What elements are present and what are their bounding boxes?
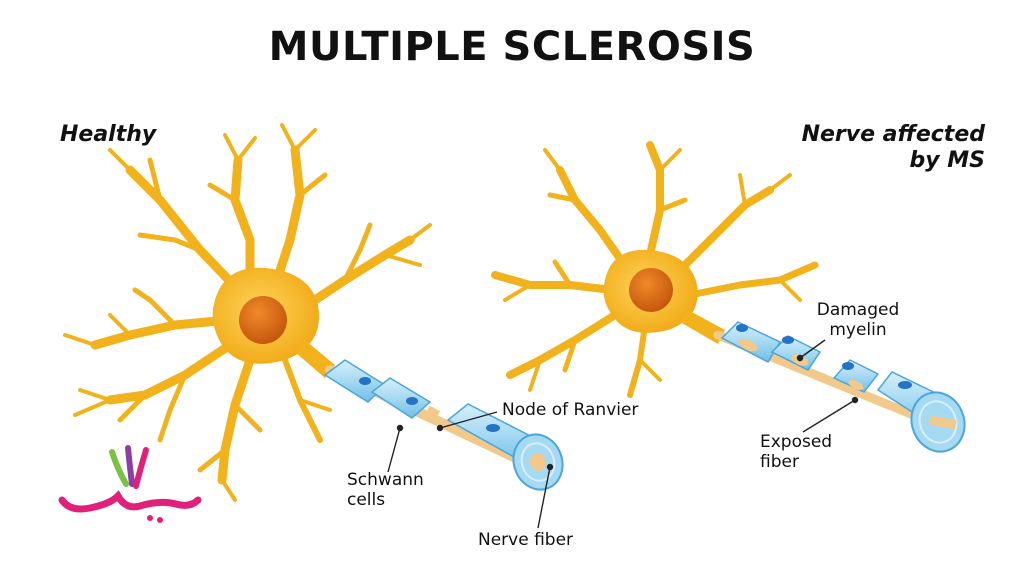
- callout-nerve-fiber: Nerve fiber: [478, 530, 574, 550]
- affected-callout-lines: [796, 339, 859, 433]
- affected-label: Nerve affected by MS: [780, 122, 985, 174]
- callout-schwann-line2: cells: [347, 490, 386, 510]
- callout-damaged-line1: Damaged: [816, 300, 900, 320]
- affected-label-line2: by MS: [909, 148, 986, 173]
- myelin-segment: [370, 377, 432, 419]
- callout-exposed-line1: Exposed: [760, 432, 833, 452]
- affected-axon: [713, 321, 966, 453]
- callout-damaged-myelin: Damaged myelin: [798, 300, 918, 340]
- callout-exposed-line2: fiber: [760, 452, 799, 472]
- callout-schwann-line1: Schwann: [347, 470, 424, 490]
- page-title: MULTIPLE SCLEROSIS: [268, 24, 756, 70]
- healthy-axon: [323, 359, 564, 491]
- callout-damaged-line2: myelin: [829, 320, 887, 340]
- affected-label-line1: Nerve affected: [801, 122, 985, 147]
- healthy-label: Healthy: [60, 122, 157, 147]
- logo-icon: [58, 445, 202, 523]
- neuron-healthy-icon: [63, 123, 432, 502]
- callout-node-of-ranvier: Node of Ranvier: [502, 400, 639, 420]
- callout-schwann-cells: Schwann cells: [347, 470, 437, 510]
- healthy-callout-lines: [387, 411, 554, 529]
- healthy-nucleus: [239, 296, 287, 344]
- callout-exposed-fiber: Exposed fiber: [760, 432, 860, 472]
- affected-nucleus: [629, 268, 673, 312]
- neuron-affected-icon: [491, 141, 819, 398]
